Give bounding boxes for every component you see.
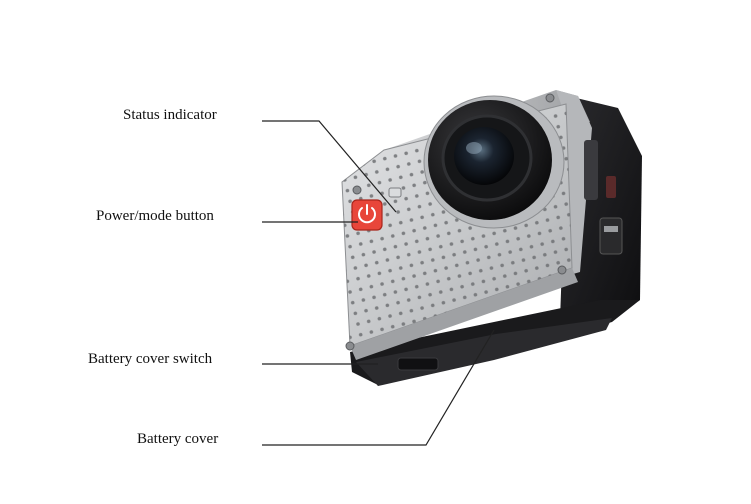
label-power-mode-button: Power/mode button xyxy=(96,208,214,224)
label-battery-cover-switch: Battery cover switch xyxy=(88,351,213,367)
label-status-indicator: Status indicator xyxy=(123,107,217,123)
side-panel xyxy=(584,140,598,200)
status-indicator-light xyxy=(388,187,402,198)
power-icon xyxy=(358,204,376,224)
label-battery-cover: Battery cover xyxy=(137,431,219,447)
leader-line-status xyxy=(262,120,397,213)
leader-line-cover xyxy=(262,329,495,446)
battery-cover-switch[interactable] xyxy=(397,357,439,371)
